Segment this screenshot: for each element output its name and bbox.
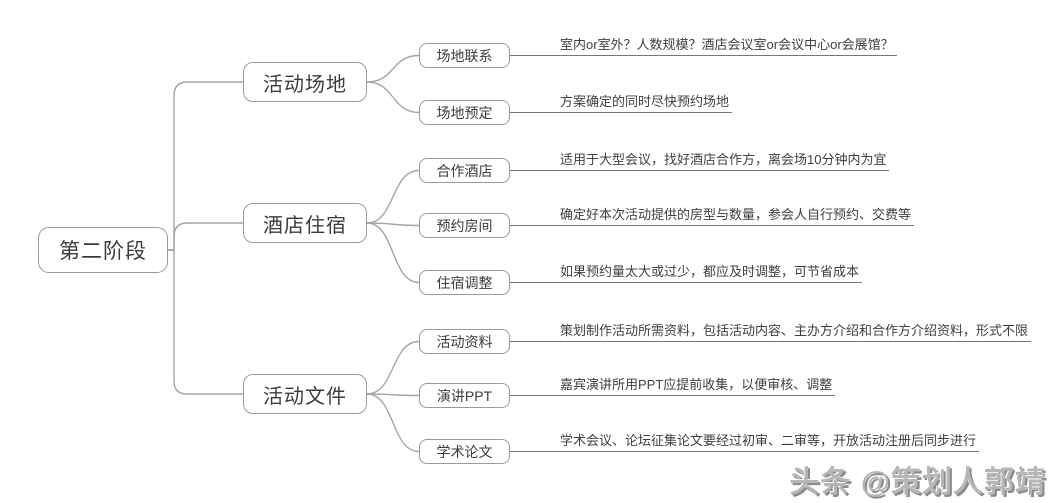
leaf-note-academic-papers[interactable]: 学术会议、论坛征集论文要经过初审、二审等，开放活动注册后同步进行 xyxy=(510,431,980,452)
leaf-note-lodging-adjustment[interactable]: 如果预约量太大或过少，都应及时调整，可节省成本 xyxy=(510,262,863,283)
leaf-topic-event-materials[interactable]: 活动资料 xyxy=(419,329,510,354)
leaf-topic-venue-booking[interactable]: 场地预定 xyxy=(419,100,510,125)
leaf-topic-lodging-adjustment[interactable]: 住宿调整 xyxy=(419,270,510,295)
branch-topic-hotel[interactable]: 酒店住宿 xyxy=(243,203,367,243)
branch-topic-venue[interactable]: 活动场地 xyxy=(243,62,367,102)
leaf-topic-venue-contact[interactable]: 场地联系 xyxy=(419,43,510,68)
leaf-topic-partner-hotel[interactable]: 合作酒店 xyxy=(419,158,510,183)
leaf-note-partner-hotel[interactable]: 适用于大型会议，找好酒店合作方，离会场10分钟内为宜 xyxy=(510,150,890,171)
watermark-toutiao: 头条 @策划人郭靖 xyxy=(789,466,1046,499)
branch-topic-documents[interactable]: 活动文件 xyxy=(243,374,367,414)
connector-branch3-leaf3 xyxy=(366,393,420,453)
connector-branch3-leaf2 xyxy=(366,393,420,397)
leaf-topic-speech-ppt[interactable]: 演讲PPT xyxy=(419,383,510,408)
leaf-note-room-reservation[interactable]: 确定好本次活动提供的房型与数量，参会人自行预约、交费等 xyxy=(510,205,915,226)
connector-branch3-leaf1 xyxy=(366,340,420,395)
root-topic[interactable]: 第二阶段 xyxy=(38,227,168,273)
leaf-note-event-materials[interactable]: 策划制作活动所需资料，包括活动内容、主办方介绍和合作方介绍资料，形式不限 xyxy=(510,321,1032,342)
leaf-note-venue-contact[interactable]: 室内or室外？人数规模？酒店会议室or会议中心or会展馆？ xyxy=(510,35,897,56)
connector-root-branch2 xyxy=(167,222,244,251)
leaf-note-venue-booking[interactable]: 方案确定的同时尽快预约场地 xyxy=(510,92,733,113)
connector-branch2-leaf1 xyxy=(366,169,420,224)
connector-branch1-leaf1 xyxy=(366,54,420,83)
connector-branch2-leaf2 xyxy=(366,222,420,227)
connector-branch1-leaf2 xyxy=(366,81,420,114)
connector-root-branch1 xyxy=(167,81,244,251)
leaf-topic-academic-papers[interactable]: 学术论文 xyxy=(419,439,510,464)
connector-branch2-leaf3 xyxy=(366,222,420,284)
leaf-topic-room-reservation[interactable]: 预约房间 xyxy=(419,213,510,238)
connector-root-branch3 xyxy=(167,249,244,395)
leaf-note-speech-ppt[interactable]: 嘉宾演讲所用PPT应提前收集，以便审核、调整 xyxy=(510,375,836,396)
